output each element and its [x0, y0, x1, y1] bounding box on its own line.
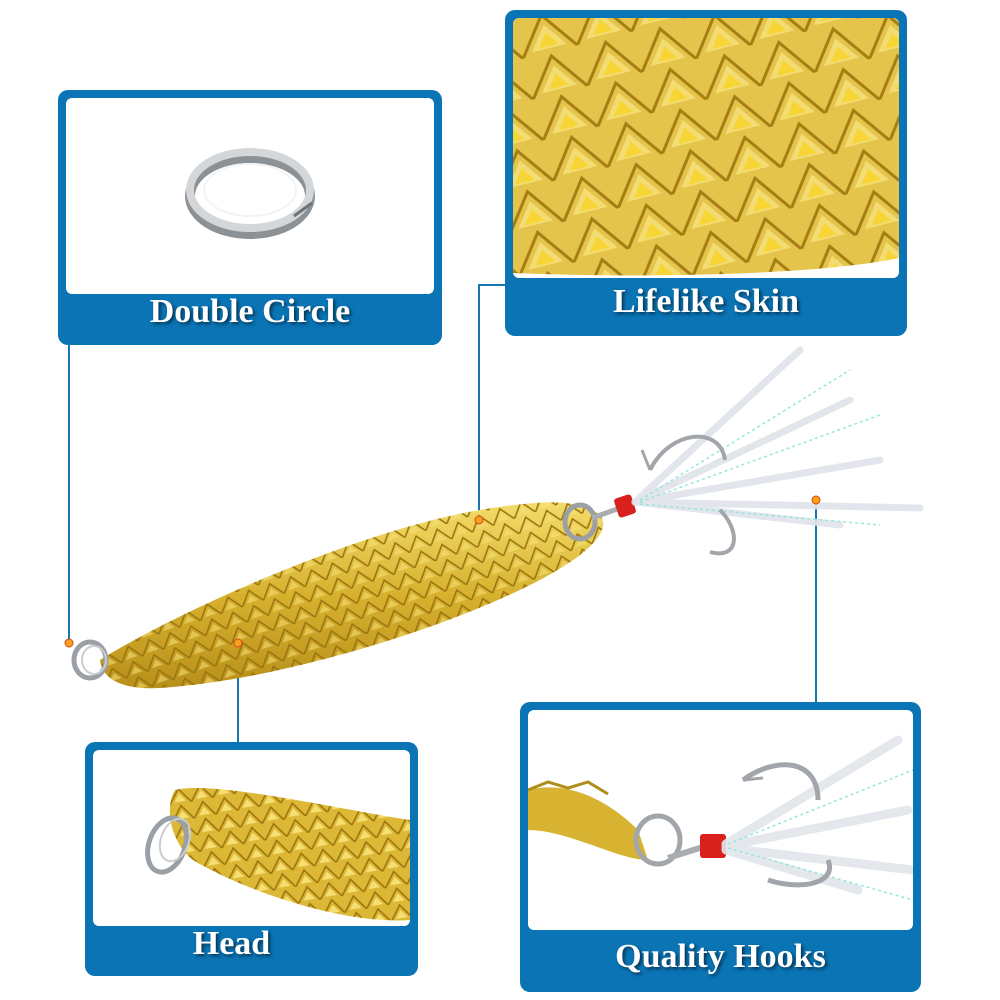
feature-panel-quality-hooks: Quality Hooks — [520, 702, 921, 992]
lure-head-image — [93, 750, 410, 926]
connector-dot-quality-hooks — [811, 495, 821, 505]
treble-hook-image — [528, 710, 913, 930]
feature-panel-head: Head — [85, 742, 418, 976]
feature-panel-lifelike-skin: Lifelike Skin — [505, 10, 907, 336]
connector-quality-hooks — [815, 498, 817, 702]
connector-lifelike-skin-h — [478, 284, 508, 286]
connector-lifelike-skin-v — [478, 284, 480, 520]
main-lure-image — [60, 330, 960, 710]
panel-caption: Lifelike Skin — [612, 283, 800, 320]
split-ring-image — [66, 98, 434, 294]
panel-caption: Quality Hooks — [615, 938, 826, 975]
connector-dot-head — [233, 638, 243, 648]
connector-head — [237, 643, 239, 743]
panel-caption: Head — [192, 925, 271, 962]
connector-dot-double-circle — [64, 638, 74, 648]
scale-texture-image — [513, 18, 899, 278]
connector-double-circle — [68, 345, 70, 640]
feature-panel-double-circle: Double Circle — [58, 90, 442, 345]
panel-caption: Double Circle — [149, 293, 351, 330]
connector-dot-lifelike-skin — [474, 515, 484, 525]
